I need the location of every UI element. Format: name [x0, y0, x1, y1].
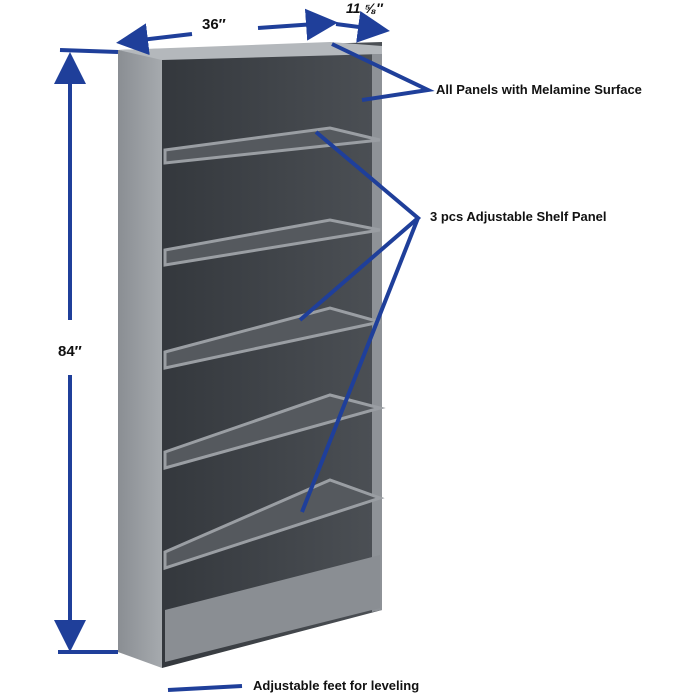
bookcase [118, 42, 386, 668]
base-kick-plate [165, 555, 380, 662]
feet-leader [167, 684, 243, 692]
left-side-panel [118, 50, 162, 668]
depth-arrow [335, 11, 390, 43]
shelves-callout: 3 pcs Adjustable Shelf Panel [430, 209, 607, 224]
panels-leader [331, 42, 435, 102]
height-top-tick [59, 48, 119, 54]
annotation-lines [54, 8, 435, 692]
feet-callout: Adjustable feet for leveling [253, 678, 420, 693]
width-arrow-left [116, 23, 193, 56]
shelves-leader-b [300, 217, 420, 513]
width-label: 36″ [202, 16, 226, 33]
shelves [163, 126, 386, 571]
height-label: 84″ [58, 343, 82, 360]
depth-label: 11 ⅝″ [346, 0, 383, 16]
panels-callout: All Panels with Melamine Surface [436, 82, 642, 97]
right-side-panel [372, 54, 382, 612]
top-panel [118, 42, 382, 60]
width-arrow-right [257, 8, 338, 41]
